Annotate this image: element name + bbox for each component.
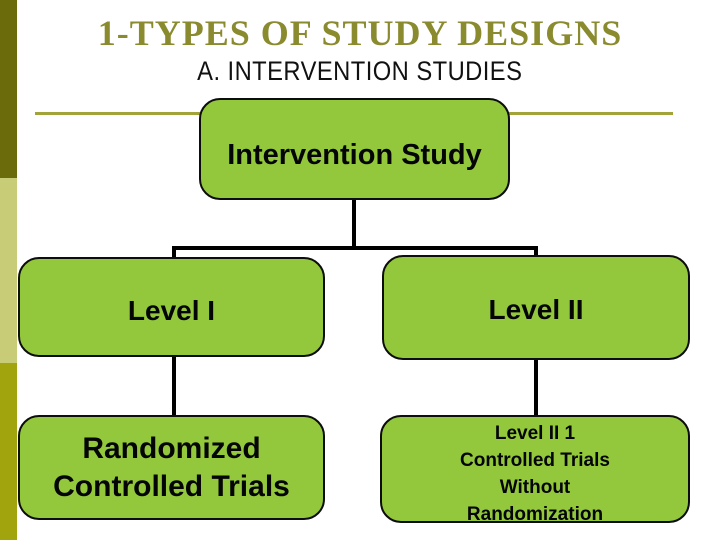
connector-drop-level1 xyxy=(172,246,176,260)
node-label-line: Randomization xyxy=(466,504,604,525)
connector-root-stem xyxy=(352,198,356,250)
node-label: Intervention Study xyxy=(227,138,482,171)
node-label-line: Randomized xyxy=(82,431,261,465)
node-intervention-study: Intervention Study xyxy=(199,98,510,200)
connector-level1-to-rct xyxy=(172,356,176,418)
node-randomized-controlled-trials: Randomized Controlled Trials xyxy=(18,415,325,520)
node-label-line: Controlled Trials xyxy=(460,450,610,471)
node-label-line: Level II 1 xyxy=(494,423,576,444)
node-label: Level II xyxy=(488,293,584,325)
sidebar-accent-bottom xyxy=(0,363,17,540)
sidebar-accent-middle xyxy=(0,178,17,363)
slide-title: 1-TYPES OF STUDY DESIGNS xyxy=(97,13,623,53)
sidebar-accent-top xyxy=(0,0,17,178)
node-label-line: Without xyxy=(499,477,571,498)
node-label-line: Controlled Trials xyxy=(53,469,290,503)
node-level-1: Level I xyxy=(18,257,325,357)
node-level-2: Level II xyxy=(382,255,690,360)
slide-subtitle: A. INTERVENTION STUDIES xyxy=(197,56,523,86)
connector-drop-level2 xyxy=(534,246,538,258)
node-label: Level I xyxy=(127,295,216,326)
connector-crossbar xyxy=(172,246,538,250)
slide-subtitle-row: A. INTERVENTION STUDIES xyxy=(20,56,700,87)
node-level-2-1-controlled-trials-without-randomization: Level II 1 Controlled Trials Without Ran… xyxy=(380,415,690,525)
connector-level2-to-l21 xyxy=(534,358,538,418)
